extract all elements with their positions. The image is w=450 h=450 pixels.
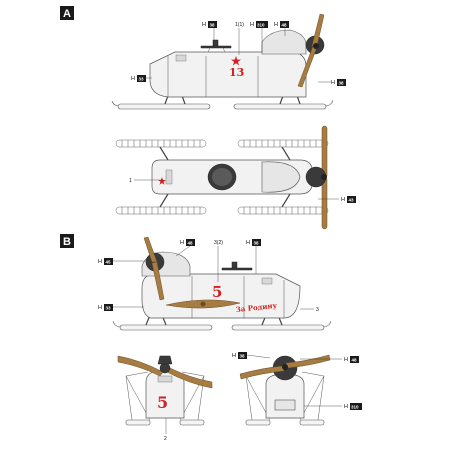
callout-b-front: H 38 [232,352,271,359]
rear-propeller-left [239,365,285,380]
plan-ski-rear-top [237,139,329,148]
red-star-a [230,56,241,66]
callout-a-top3: H 48 [274,21,289,36]
front-view-ski-right [179,419,205,426]
callout-b-top1: H 48 [175,239,195,257]
side-number-a: 13 [229,66,244,79]
plan-ski-front-top [115,139,207,148]
plan-view-a [115,125,329,230]
svg-text:310: 310 [351,405,359,410]
callout-a-left: H 33 [131,75,152,82]
svg-text:1: 1 [129,178,132,184]
engine-cowling-a [261,29,307,55]
rear-ski-right [119,324,213,331]
cowling-plan-a [261,161,301,193]
hull-side-a [149,51,307,98]
callout-b-ref-3: 3 [300,307,319,313]
svg-text:38: 38 [254,241,260,246]
callout-a-top2: H 310 [250,21,268,52]
svg-text:38: 38 [210,23,216,28]
svg-text:33: 33 [106,306,112,311]
svg-text:H: H [232,353,236,359]
rear-view-b [239,354,331,426]
numeral-5-front: 5 [157,393,168,412]
machine-gun-b [221,267,253,271]
svg-text:38: 38 [240,354,246,359]
svg-text:H: H [180,240,184,246]
callout-a-right: H 38 [318,79,346,86]
svg-text:48: 48 [352,358,358,363]
callout-b-left2: H 33 [98,304,144,311]
callout-a-ref-1: 1 [129,178,163,184]
rear-propeller-right [285,354,331,369]
rear-view-ski-left [245,419,271,426]
svg-text:H: H [202,22,206,28]
section-b-label: B [60,234,74,248]
rear-ski-left [233,103,327,110]
svg-text:H: H [98,305,102,311]
side-view-b: 5 За Родину [112,236,332,331]
front-ski-right [231,324,325,331]
callout-a-plan: H 43 [318,196,356,203]
svg-text:48: 48 [188,241,194,246]
svg-text:H: H [344,357,348,363]
callout-b-left1: H 45 [98,258,146,265]
front-view-b: 5 [117,355,213,426]
svg-text:H: H [246,240,250,246]
svg-text:H: H [131,76,135,82]
propeller-plan-down [321,176,328,230]
rear-hatch [274,399,296,411]
svg-text:H: H [98,259,102,265]
callout-a-ref-1-1: 1(1) [235,22,244,55]
callout-b-ref-2: 2 [164,418,167,442]
plan-ski-front-bottom [115,206,207,215]
rear-hull [265,373,305,419]
svg-text:33: 33 [139,77,145,82]
machine-gun-a [200,45,232,49]
section-a-letter: A [63,8,71,20]
plan-ski-rear-bottom [237,206,329,215]
callout-b-top2: H 38 [246,239,261,274]
front-propeller-left [117,355,164,377]
svg-text:H: H [344,404,348,410]
svg-text:H: H [274,22,278,28]
callout-b-rear1: H 48 [300,356,359,363]
svg-text:310: 310 [257,23,265,28]
rear-view-ski-right [299,419,325,426]
svg-text:H: H [341,197,345,203]
svg-text:H: H [250,22,254,28]
svg-text:2: 2 [164,436,167,442]
svg-text:3(2): 3(2) [214,240,223,246]
callout-b-ref-3-2: 3(2) [214,240,223,282]
callout-a-top1: H 38 [202,21,217,46]
svg-text:48: 48 [282,23,288,28]
front-view-ski-left [125,419,151,426]
svg-text:3: 3 [316,307,319,313]
svg-text:43: 43 [349,198,355,203]
front-ski-left [117,103,211,110]
svg-text:H: H [331,80,335,86]
numeral-5-side: 5 [212,283,222,301]
slogan-side: За Родину [235,301,278,314]
propeller-blade-up-b [143,236,158,263]
callout-b-rear2: H 310 [304,403,362,410]
section-a-label: A [60,6,74,20]
side-view-a: 13 [111,13,334,110]
section-b-letter: B [63,236,71,248]
svg-text:1(1): 1(1) [235,22,244,28]
svg-text:45: 45 [106,260,112,265]
svg-text:38: 38 [339,81,345,86]
